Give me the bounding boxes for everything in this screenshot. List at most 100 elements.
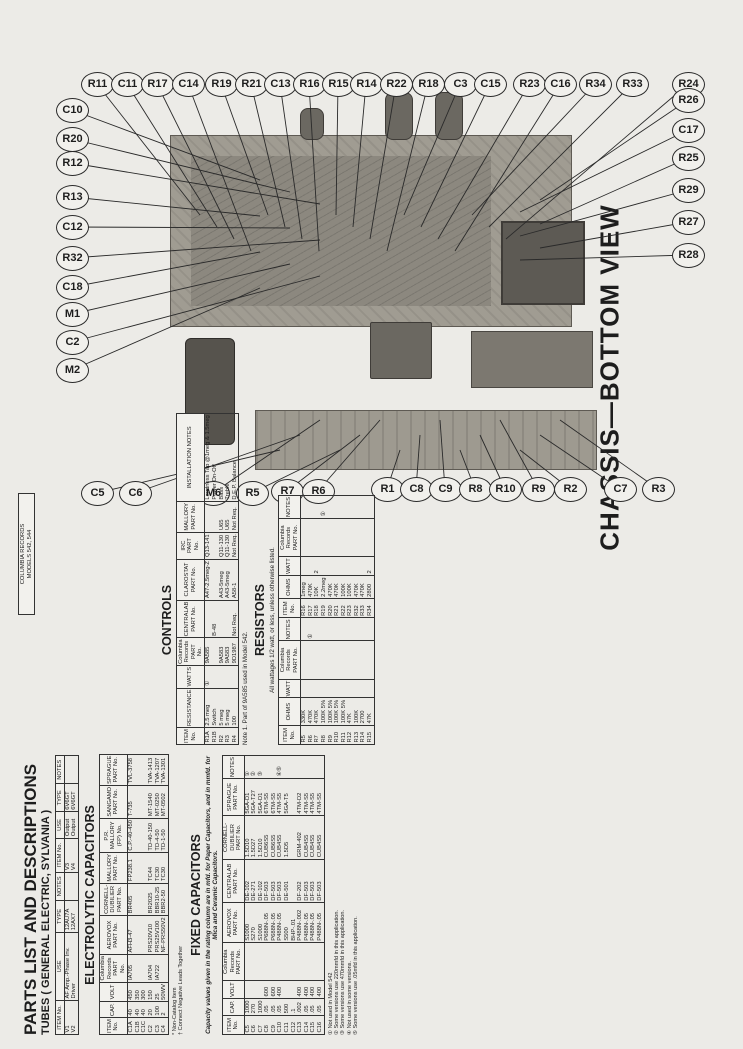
table-cell: Not Req. [231,600,239,638]
table-cell: 25 [154,982,162,1002]
table-cell [211,665,219,689]
table-cell: 270 [251,998,258,1016]
table-cell [320,518,328,557]
table-cell: R2 [218,727,226,745]
table-cell [353,556,361,576]
tube-top-3 [435,92,463,140]
table-cell [264,755,271,779]
table-cell: 6V6GT [71,784,79,812]
table-cell [277,942,285,981]
table-cell: 470K [307,575,315,599]
callout-r1: R1 [371,477,404,502]
callout-c5: C5 [81,481,114,506]
callout-c11: C11 [111,72,144,97]
table-cell [353,495,361,519]
table-cell [360,617,368,641]
table-cell: Bass [218,413,226,502]
controls-header: WATTS [176,665,205,689]
table-cell [340,556,348,576]
table-cell [360,640,368,680]
table-cell: DF-503 [270,859,278,903]
table-cell [340,518,348,557]
controls-header: Columbia Records PART No. [176,637,205,666]
table-cell: ① [204,665,212,689]
callout-c8: C8 [400,477,433,502]
table-cell [327,640,335,680]
table-cell [244,980,252,999]
table-cell [347,495,354,519]
tubes-header: NOTES [55,755,65,784]
table-cell: DF-503 [310,859,318,903]
table-cell: C4 [161,1017,169,1035]
table-cell: T-735 [127,785,135,819]
tube-top-2 [385,92,413,140]
table-cell [134,954,142,983]
table-cell: C1B [134,1017,142,1035]
table-cell: 5GA-D1 [244,778,252,816]
table-cell [71,872,79,901]
table-cell: 100K [347,575,354,599]
table-cell: 1.5D10 [244,815,252,860]
table-cell: 47K [367,697,375,726]
table-cell: 2.2meg [320,575,328,599]
table-cell: 400 [317,980,325,999]
table-cell [290,755,298,779]
table-cell: R1A [204,727,212,745]
table-cell: TC30 [154,852,162,884]
callout-r29: R29 [672,178,705,203]
table-cell [347,556,354,576]
footnote: ⑤ Some versions use .05mfd in this appli… [353,916,360,1035]
table-cell [303,755,311,779]
table-cell [161,954,169,983]
table-cell: BR2025 [147,883,155,916]
table-cell: IA704 [147,954,155,983]
resistors-header: WATT [278,679,301,698]
table-cell [290,980,298,999]
callout-c2: C2 [56,330,89,355]
table-cell: TD-4-50 [154,818,162,853]
output-transformer [501,221,585,305]
table-cell [264,942,271,981]
table-cell: 300 [141,982,148,1002]
table-cell [310,942,318,981]
table-cell [347,518,354,557]
table-cell: 5GA-D1 [257,778,265,816]
table-cell [320,556,328,576]
table-cell: C8 [264,1015,271,1035]
table-cell: V3 [64,838,72,873]
table-cell [284,980,291,999]
table-cell [327,617,335,641]
table-cell: C13 [297,1015,304,1035]
table-cell [300,679,308,698]
table-cell: 1.5D27 [251,815,258,860]
table-cell [134,883,142,916]
table-cell: ① [320,495,328,519]
table-cell: BBR10-25 [154,883,162,916]
table-cell [360,495,368,519]
fixed-header: ITEM No. [222,1015,244,1035]
table-cell: V2 [71,1000,79,1035]
table-cell [231,665,239,689]
table-cell: 4TM-S5 [303,778,311,816]
table-cell: R21 [334,598,341,618]
table-cell: C9 [270,1015,278,1035]
callout-r18: R18 [412,72,445,97]
table-cell: R22 [340,598,348,618]
table-cell: 5 meg [218,688,226,728]
transformer-bottom [370,322,432,379]
table-cell: PRS20V10 [147,915,155,955]
table-cell: 470K [307,697,315,726]
table-cell: Output [64,811,72,839]
callout-r14: R14 [350,72,383,97]
table-cell: D.E.P. Balance [231,413,239,502]
table-cell: .05 [310,998,318,1016]
table-cell [211,637,219,666]
table-cell: R18 [314,598,321,618]
